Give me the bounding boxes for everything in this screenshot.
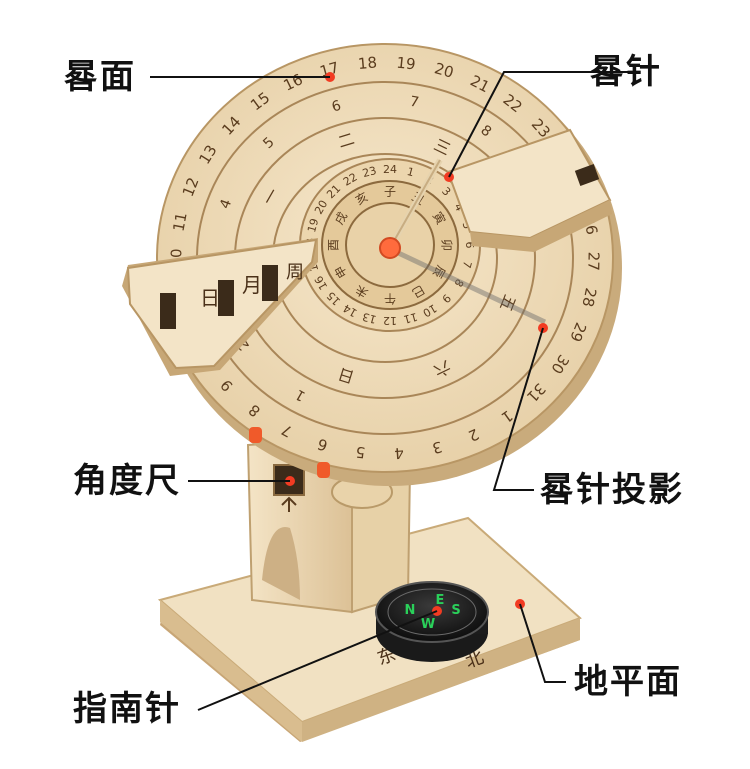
compass-letter: N: [405, 603, 416, 618]
label-compass: 指南针: [73, 689, 181, 729]
compass-letters: N ES W: [405, 593, 461, 632]
hour-ring-number: 14: [341, 301, 360, 319]
outer-ring-number: 28: [578, 286, 599, 308]
outer-ring-number: 18: [357, 53, 378, 73]
leader-shadow: [492, 327, 544, 491]
label-gnomon-shadow: 晷针投影: [540, 470, 684, 510]
weekday-char: 六: [431, 357, 454, 381]
branch-char: 卯: [440, 239, 454, 251]
weekday-char: 二: [336, 129, 357, 152]
label-gnomon: 晷针: [590, 52, 662, 92]
weekday-char: 三: [431, 135, 454, 159]
leader-ground: [519, 603, 566, 683]
gnomon: [379, 158, 443, 259]
weekday-char: 日: [336, 364, 357, 387]
compass-letter: W: [421, 617, 435, 632]
hour-ring-number: 6: [463, 242, 476, 249]
outer-ring-number: 20: [432, 59, 455, 82]
hour-ring-number: 13: [361, 310, 378, 326]
leader-compass: [197, 610, 438, 711]
hour-ring-number: 10: [420, 301, 439, 319]
outer-ring-number: 17: [318, 58, 341, 80]
outer-ring-number: 3: [430, 437, 444, 457]
hour-ring-number: 24: [383, 163, 397, 176]
hour-ring-number: 20: [312, 198, 330, 217]
branch-char: 子: [384, 185, 396, 199]
label-dial-face: 晷面: [64, 57, 136, 97]
angle-ruler-pins: [249, 427, 330, 478]
outer-ring-number: 11: [170, 211, 191, 233]
outer-ring-number: 4: [394, 444, 405, 463]
branch-char: 酉: [327, 239, 341, 251]
pointer-char-month: 月: [242, 273, 262, 297]
hour-ring-number: 12: [383, 314, 397, 327]
month-ring-number: 7: [409, 94, 421, 111]
gnomon-shadow-line: [390, 247, 547, 325]
outer-ring-number: 29: [566, 320, 590, 344]
hour-ring-number: 16: [312, 273, 330, 292]
hour-pointer-arm: [446, 128, 612, 252]
label-angle-ruler: 角度尺: [73, 461, 181, 501]
hour-ring-number: 7: [460, 259, 474, 269]
hour-ring-number: 1: [405, 165, 415, 179]
weekday-char: 五: [496, 292, 520, 314]
outer-ring-number: 5: [355, 443, 367, 462]
pointer-char-week: 周: [286, 262, 304, 283]
leader-gnomon: [448, 71, 630, 178]
callout-lines: [150, 71, 630, 711]
outer-ring-number: 27: [584, 252, 602, 271]
compass-letter: S: [451, 603, 460, 618]
hour-ring-number: 19: [305, 217, 321, 234]
hour-ring-number: 23: [361, 164, 378, 180]
branch-char: 午: [384, 292, 396, 306]
label-ground-plane: 地平面: [574, 662, 682, 702]
hour-ring-number: 11: [402, 310, 419, 326]
pointer-char-day: 日: [200, 286, 220, 310]
compass-letter: E: [436, 593, 445, 608]
hour-ring-number: 22: [341, 170, 360, 188]
outer-ring-number: 19: [396, 54, 417, 74]
outer-ring-number: 12: [179, 175, 203, 199]
month-pointer-arm: [122, 238, 318, 376]
